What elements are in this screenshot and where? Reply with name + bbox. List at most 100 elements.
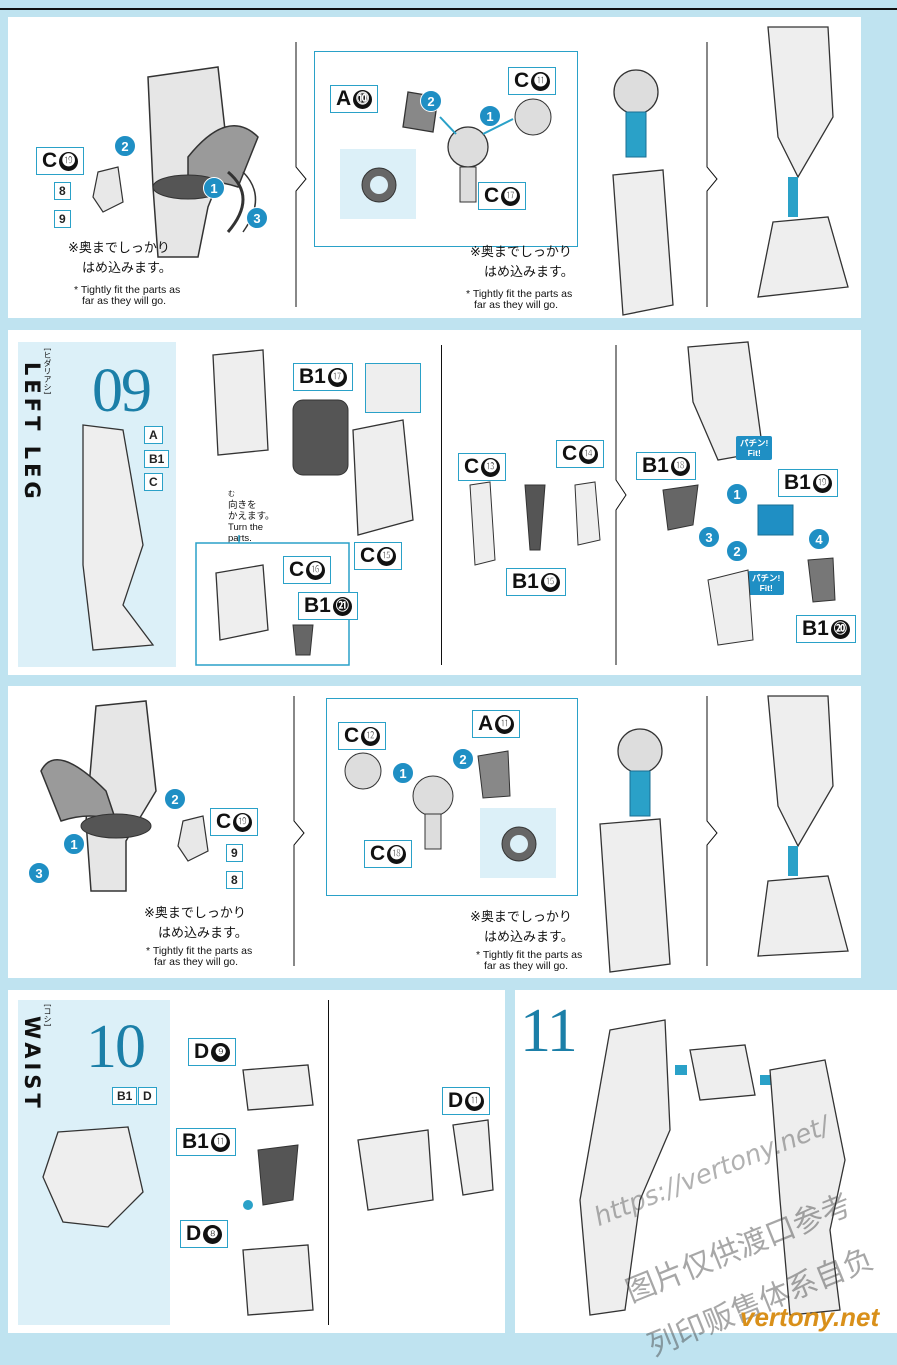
- watermark-logo: vertony.net: [740, 1302, 880, 1332]
- section-number-10: 10: [86, 1013, 146, 1081]
- step-badge-1: 1: [479, 105, 501, 127]
- note-text: ※奥までしっかり: [470, 245, 572, 260]
- full-leg-illustration: [757, 695, 849, 957]
- top-rule: [0, 8, 897, 10]
- runner-b1: B1: [112, 1087, 138, 1105]
- fit-en: Fit!: [747, 448, 761, 458]
- row3-divider-2: [706, 696, 718, 966]
- part-number: ⓯: [540, 572, 560, 592]
- part-letter: C: [216, 810, 232, 833]
- fit-jp: パチン!: [740, 438, 769, 448]
- note-text: はめ込みます。: [484, 265, 574, 280]
- knee-joint-parts-illustration: [469, 481, 601, 566]
- guide-line: [328, 1000, 329, 1325]
- step11-panel: 11: [515, 990, 897, 1333]
- part-number: ⓲: [387, 844, 407, 864]
- row3-divider-1: [293, 696, 305, 966]
- fit-badge-2: パチン!Fit!: [748, 571, 785, 595]
- step-badge-3: 3: [246, 207, 268, 229]
- section-number-09: 09: [92, 357, 152, 425]
- part-letter: C: [484, 184, 500, 207]
- runner-b1: B1: [144, 450, 170, 468]
- part-letter: B1: [642, 454, 669, 477]
- assembly-illustration: [579, 1019, 846, 1316]
- part-number: ⓬: [361, 726, 381, 746]
- part-letter: D: [194, 1040, 210, 1063]
- part-letter: D: [186, 1222, 202, 1245]
- part-letter: C: [370, 842, 386, 865]
- part-number: ⓲: [670, 456, 690, 476]
- note-text: ※奥までしっかり: [68, 241, 170, 256]
- leg-part-illustration: [147, 66, 259, 258]
- part-letter: A: [478, 712, 494, 735]
- note-text: はめ込みます。: [484, 930, 574, 945]
- part-letter: B1: [299, 365, 326, 388]
- part-letter: B1: [784, 471, 811, 494]
- thigh-front-illustration: [212, 349, 269, 456]
- step-badge-1: 1: [203, 177, 225, 199]
- left-leg-preview: [82, 424, 155, 651]
- joint-frame: [326, 698, 578, 896]
- callout-frame: [195, 535, 350, 666]
- step-badge-2: 2: [452, 748, 474, 770]
- ball-joint-illustration: [613, 69, 659, 158]
- leg-part-illustration: [40, 700, 157, 892]
- joint-frame: [314, 51, 578, 247]
- waist-side-illustration: [357, 1119, 494, 1211]
- joint-assembly-illustration: [344, 750, 511, 850]
- ankle-parts-illustration: [662, 484, 836, 646]
- part-number: ⓳: [59, 151, 79, 171]
- part-letter: B1: [182, 1130, 209, 1153]
- note-text: * Tightly fit the parts as: [146, 945, 253, 957]
- note-text: * Tightly fit the parts as: [466, 288, 573, 300]
- part-letter: C: [289, 558, 305, 581]
- ring-part-inset: [361, 167, 397, 203]
- tab-label-8: 8: [226, 871, 243, 889]
- step-badge-3: 3: [28, 862, 50, 884]
- fit-jp: パチン!: [752, 573, 781, 583]
- part-number: ㉑: [332, 596, 352, 616]
- turn-jp: 向きを: [228, 500, 257, 511]
- step-badge-2: 2: [164, 788, 186, 810]
- tab-label-9: 9: [226, 844, 243, 862]
- section-title-waist: WAIST: [20, 1016, 44, 1112]
- note-text: far as they will go.: [474, 299, 559, 311]
- turn-en: Turn the: [228, 522, 264, 533]
- small-part-c19: [92, 166, 124, 213]
- thigh-armor-illustration: [352, 419, 414, 536]
- full-leg-illustration: [757, 26, 849, 298]
- step-badge-1: 1: [63, 833, 85, 855]
- part-letter: C: [42, 149, 58, 172]
- ball-joint-illustration: [617, 728, 663, 817]
- part-number: ⓫: [495, 714, 515, 734]
- runner-d: D: [138, 1087, 157, 1105]
- fit-en: Fit!: [759, 583, 773, 593]
- runner-a: A: [144, 426, 163, 444]
- runner-c: C: [144, 473, 163, 491]
- part-number: ❾: [211, 1042, 231, 1062]
- step-badge-3: 3: [698, 526, 720, 548]
- row2-divider: [615, 345, 627, 665]
- part-number: ⓳: [233, 812, 253, 832]
- note-text: * Tightly fit the parts as: [476, 949, 583, 961]
